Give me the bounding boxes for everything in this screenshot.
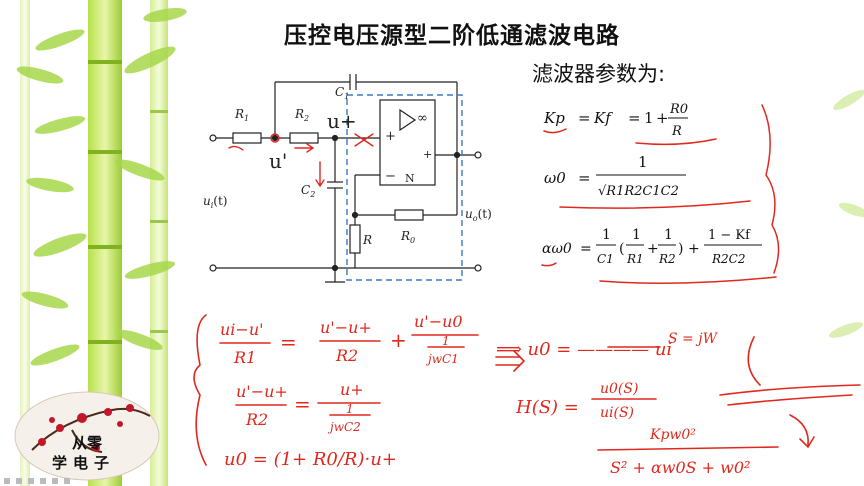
circuit-diagram: R1 R2 C1 C2 R R0 ui(t) uo(t) ∞ + − N + u… [203,74,492,283]
eq2-right-den-bot: jwC2 [327,420,361,434]
toolbar-icon-1 [4,478,10,484]
eq1-mid-den: R2 [335,346,358,365]
svg-text:Kf: Kf [593,109,613,127]
svg-text:1: 1 [638,153,648,171]
svg-text:1: 1 [632,227,641,243]
svg-text:+: + [688,241,700,257]
svg-text:R2C2: R2C2 [711,252,746,266]
svg-text:√R1R2C1C2: √R1R2C1C2 [598,184,679,199]
slide-title: 压控电压源型二阶低通滤波电路 [284,23,620,49]
final-num: Kpw0² [649,427,696,443]
svg-text:+: + [656,109,669,127]
bottom-toolbar [4,478,70,484]
formula-omega0: ω0 = 1 √R1R2C1C2 [544,153,686,199]
label-r: R [362,233,372,247]
svg-text:=: = [578,169,591,187]
svg-text:): ) [678,241,683,257]
svg-text:=: = [580,241,592,257]
svg-text:1: 1 [602,227,611,243]
svg-text:(: ( [619,241,624,257]
svg-text:=: = [578,109,591,127]
logo-plum-blossom: 从零 学电子 [14,391,160,481]
opamp-n: N [405,172,415,185]
opamp-plus: + [385,129,396,144]
svg-text:1: 1 [664,227,673,243]
toolbar-icon-5 [52,478,58,484]
opamp-infinity: ∞ [417,111,428,126]
eq2-right-den-top: 1 [346,402,354,416]
svg-text:=: = [628,109,641,127]
label-r0: R0 [400,229,415,245]
result-line: ⟹ u0 = ———— ui [496,339,672,360]
svg-text:R1: R1 [626,252,644,266]
svg-text:+: + [647,241,659,257]
logo-line1: 从零 [72,434,103,452]
toolbar-icon-4 [40,478,46,484]
eq2-right-num: u+ [340,380,364,399]
label-ui: ui(t) [203,194,227,210]
eq2-left-den: R2 [245,410,268,429]
svg-text:ω0: ω0 [544,169,566,187]
handwritten-u-plus: u+ [327,109,357,133]
label-c1: C1 [335,85,349,101]
svg-text:R2: R2 [658,252,676,266]
svg-text:Kp: Kp [543,109,565,127]
svg-text:1 − Kf: 1 − Kf [708,228,751,243]
eq1-left-den: R1 [233,348,256,367]
svg-text:R0: R0 [669,102,688,117]
toolbar-icon-6 [64,478,70,484]
eq1-left-num: ui−u' [220,320,264,339]
logo-line2: 学电子 [52,454,115,472]
opamp-out-plus: + [423,148,432,161]
svg-text:=: = [294,392,311,416]
label-r2: R2 [294,107,309,123]
svg-text:R: R [671,124,682,139]
final-den: S² + αw0S + w0² [610,458,750,477]
toolbar-icon-3 [28,478,34,484]
label-c2: C2 [301,183,315,199]
svg-text:+: + [390,328,407,352]
filter-parameters: Kp = Kf = 1 + R0 R ω0 = 1 √R1R2C1C2 αω0 [541,102,780,284]
svg-text:αω0: αω0 [542,241,572,257]
bamboo-decoration-right [828,90,864,338]
toolbar-icon-2 [16,478,22,484]
formula-alpha-omega0: αω0 = 1 C1 ( 1 R1 + 1 R2 ) + 1 − Kf R2C2 [542,227,762,266]
bamboo-decoration [16,0,187,486]
eq1-mid-num: u'−u+ [320,318,372,337]
h-den: ui(S) [600,405,634,421]
handwritten-derivation: ui−u' R1 = u'−u+ R2 + u'−u0 1 jwC1 u'−u+… [193,312,861,477]
label-r1: R1 [234,107,249,123]
eq3: u0 = (1+ R0/R)·u+ [224,449,397,470]
eq1-right-num: u'−u0 [414,312,463,331]
h-lhs: H(S) = [515,397,579,418]
eq2-left-num: u'−u+ [236,382,288,401]
handwritten-u-prime: u' [269,149,287,173]
params-title: 滤波器参数为: [532,62,666,86]
h-num: u0(S) [600,381,638,397]
formula-kp: Kp = Kf = 1 + R0 R [543,102,688,139]
svg-text:1: 1 [644,109,654,127]
s-eq: S = jW [668,331,719,347]
svg-text:C1: C1 [597,252,614,266]
label-uo: uo(t) [465,207,492,223]
svg-text:=: = [280,330,297,354]
eq1-right-den-top: 1 [442,334,450,348]
opamp-minus: − [385,169,396,184]
eq1-right-den-bot: jwC1 [425,352,459,366]
